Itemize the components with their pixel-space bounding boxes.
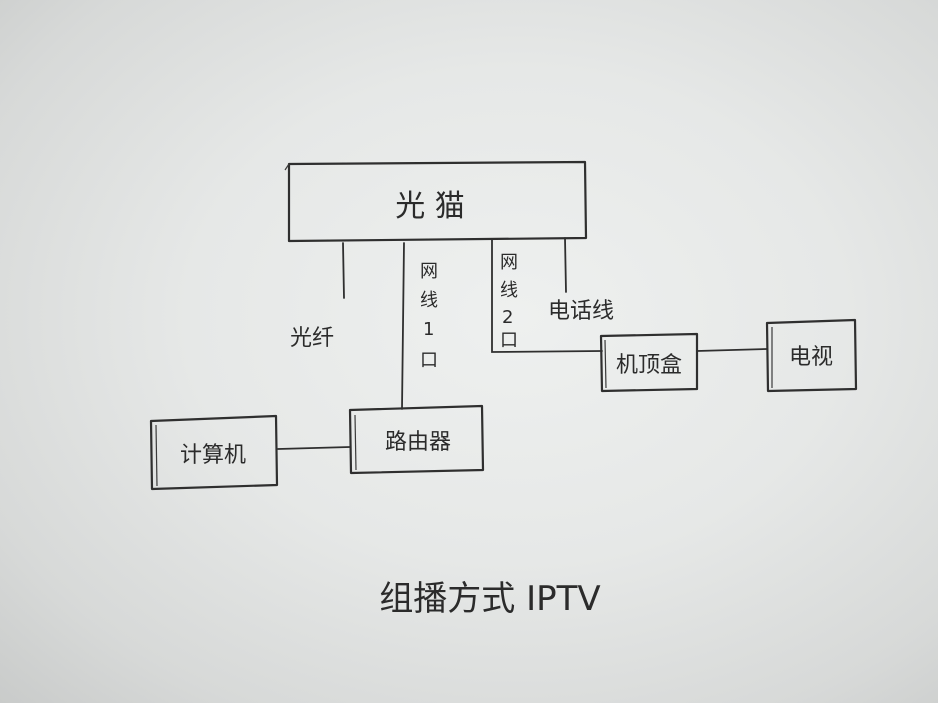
optical-modem-label: 光 猫 [395,189,465,224]
set-top-box-node: 机顶盒 [599,332,699,393]
lan2-edge: 网 线 2 口 [491,239,603,353]
lan2-char-2: 线 [500,280,518,301]
lan1-char-4: 口 [420,350,438,371]
optical-modem-node: 光 猫 [284,160,588,243]
set-top-box-label: 机顶盒 [616,353,682,378]
router-label: 路由器 [385,430,451,455]
router-node: 路由器 [348,404,485,475]
computer-router-edge [277,446,351,450]
lan1-char-3: 1 [423,319,434,340]
tv-node: 电视 [765,318,858,393]
lan2-char-1: 网 [500,252,518,273]
fiber-label: 光纤 [290,326,334,351]
computer-node: 计算机 [149,414,279,491]
phone-line-edge: 电话线 [548,237,614,324]
lan1-char-1: 网 [420,261,438,282]
tv-label: 电视 [789,345,833,370]
stb-tv-edge [696,348,768,352]
lan2-char-3: 2 [502,307,513,328]
computer-label: 计算机 [180,443,246,468]
fiber-edge: 光纤 [290,242,345,351]
phone-line-label: 电话线 [548,299,614,324]
diagram-caption: 组播方式 IPTV [379,579,600,619]
lan1-char-2: 线 [420,290,438,311]
lan2-char-4: 口 [500,330,518,351]
lan1-edge: 网 线 1 口 [401,242,438,410]
